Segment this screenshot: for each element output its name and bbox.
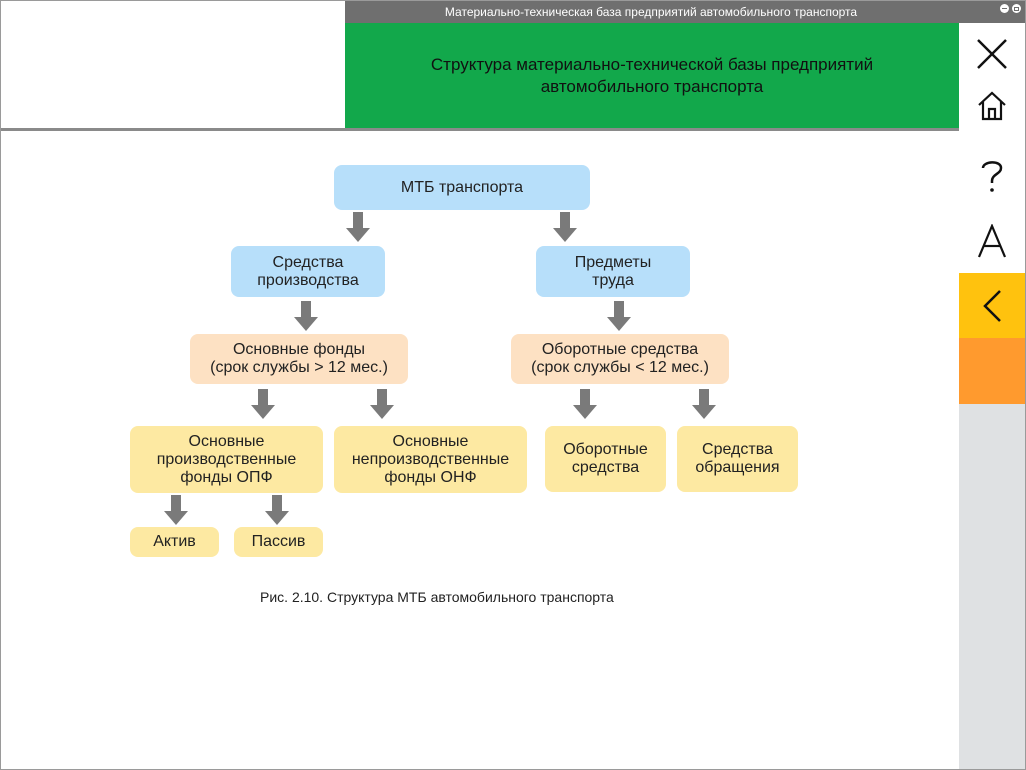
page-title: Структура материально-технической базы п… — [430, 55, 874, 96]
diagram-box-opf: Основные производственные фонды ОПФ — [130, 426, 323, 493]
home-button[interactable] — [959, 85, 1025, 127]
title-bar: Материально-техническая база предприятий… — [345, 1, 1025, 23]
restore-icon — [1014, 6, 1019, 11]
back-button[interactable] — [959, 273, 1025, 338]
diagram-box-onf: Основные непроизводственные фонды ОНФ — [334, 426, 527, 493]
content-area: МТБ транспорта Средства производства Пре… — [1, 131, 959, 769]
home-icon — [978, 91, 1006, 121]
window-controls — [1000, 4, 1021, 13]
diagram-box-active: Актив — [130, 527, 219, 557]
diagram-box-working-assets: Оборотные средства (срок службы < 12 мес… — [511, 334, 729, 384]
diagram-box-fixed-assets: Основные фонды (срок службы > 12 мес.) — [190, 334, 408, 384]
close-button[interactable] — [959, 23, 1025, 85]
font-icon — [977, 223, 1007, 257]
diagram-box-objects-of-labor: Предметы труда — [536, 246, 690, 297]
header-divider — [1, 128, 959, 131]
sidebar — [959, 23, 1025, 769]
question-icon — [981, 161, 1003, 192]
logo-area — [1, 1, 344, 128]
close-icon — [977, 39, 1007, 69]
chevron-left-icon — [983, 289, 1001, 322]
diagram-box-circulation-funds: Средства обращения — [677, 426, 798, 492]
minimize-button[interactable] — [1000, 4, 1009, 13]
diagram-box-means-of-production: Средства производства — [231, 246, 385, 297]
figure-caption: Рис. 2.10. Структура МТБ автомобильного … — [260, 589, 614, 605]
restore-button[interactable] — [1012, 4, 1021, 13]
sidebar-top — [959, 23, 1025, 273]
minimize-icon — [1002, 8, 1007, 9]
diagram-box-root: МТБ транспорта — [334, 165, 590, 210]
font-size-button[interactable] — [959, 218, 1025, 263]
window-title: Материально-техническая база предприятий… — [444, 5, 858, 19]
diagram-box-passive: Пассив — [234, 527, 323, 557]
diagram-box-working-funds: Оборотные средства — [545, 426, 666, 492]
page-header: Структура материально-технической базы п… — [345, 23, 959, 129]
help-button[interactable] — [959, 151, 1025, 201]
sidebar-accent-block — [959, 338, 1025, 404]
